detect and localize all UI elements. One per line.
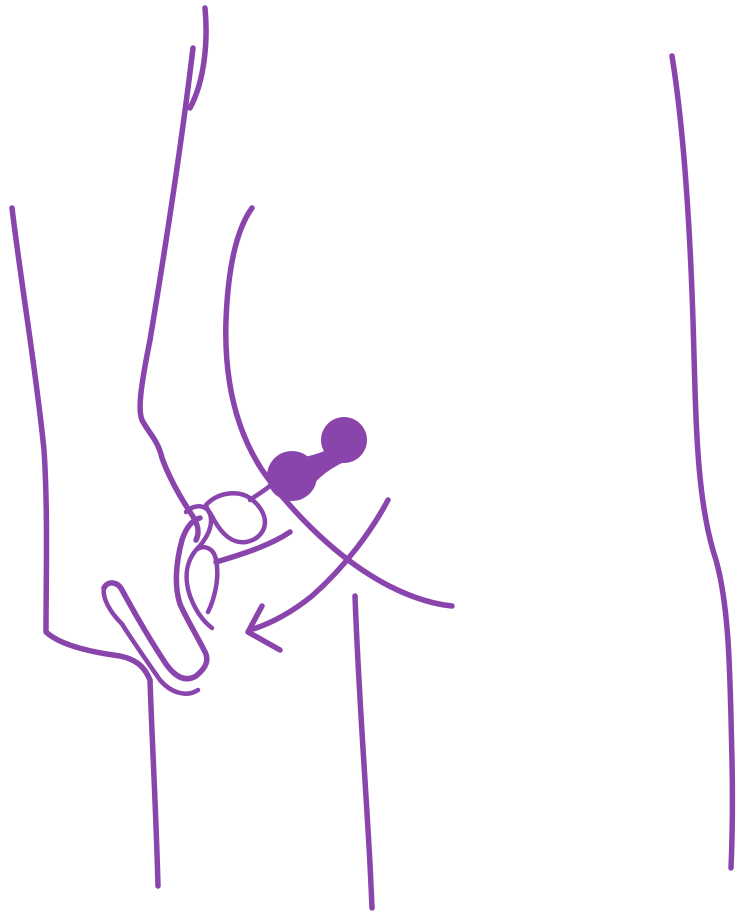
- left-thigh-outline: [12, 208, 158, 886]
- toy-stem: [250, 484, 272, 500]
- arm-outline: [140, 8, 206, 540]
- middle-leg-outline: [355, 596, 372, 908]
- right-body-outline: [672, 56, 732, 868]
- toy-bead-small: [321, 417, 367, 463]
- arrow-head: [248, 606, 280, 650]
- bead-toy-icon: [267, 417, 367, 501]
- arrow-shaft: [250, 500, 388, 630]
- toy-handle: [206, 493, 265, 542]
